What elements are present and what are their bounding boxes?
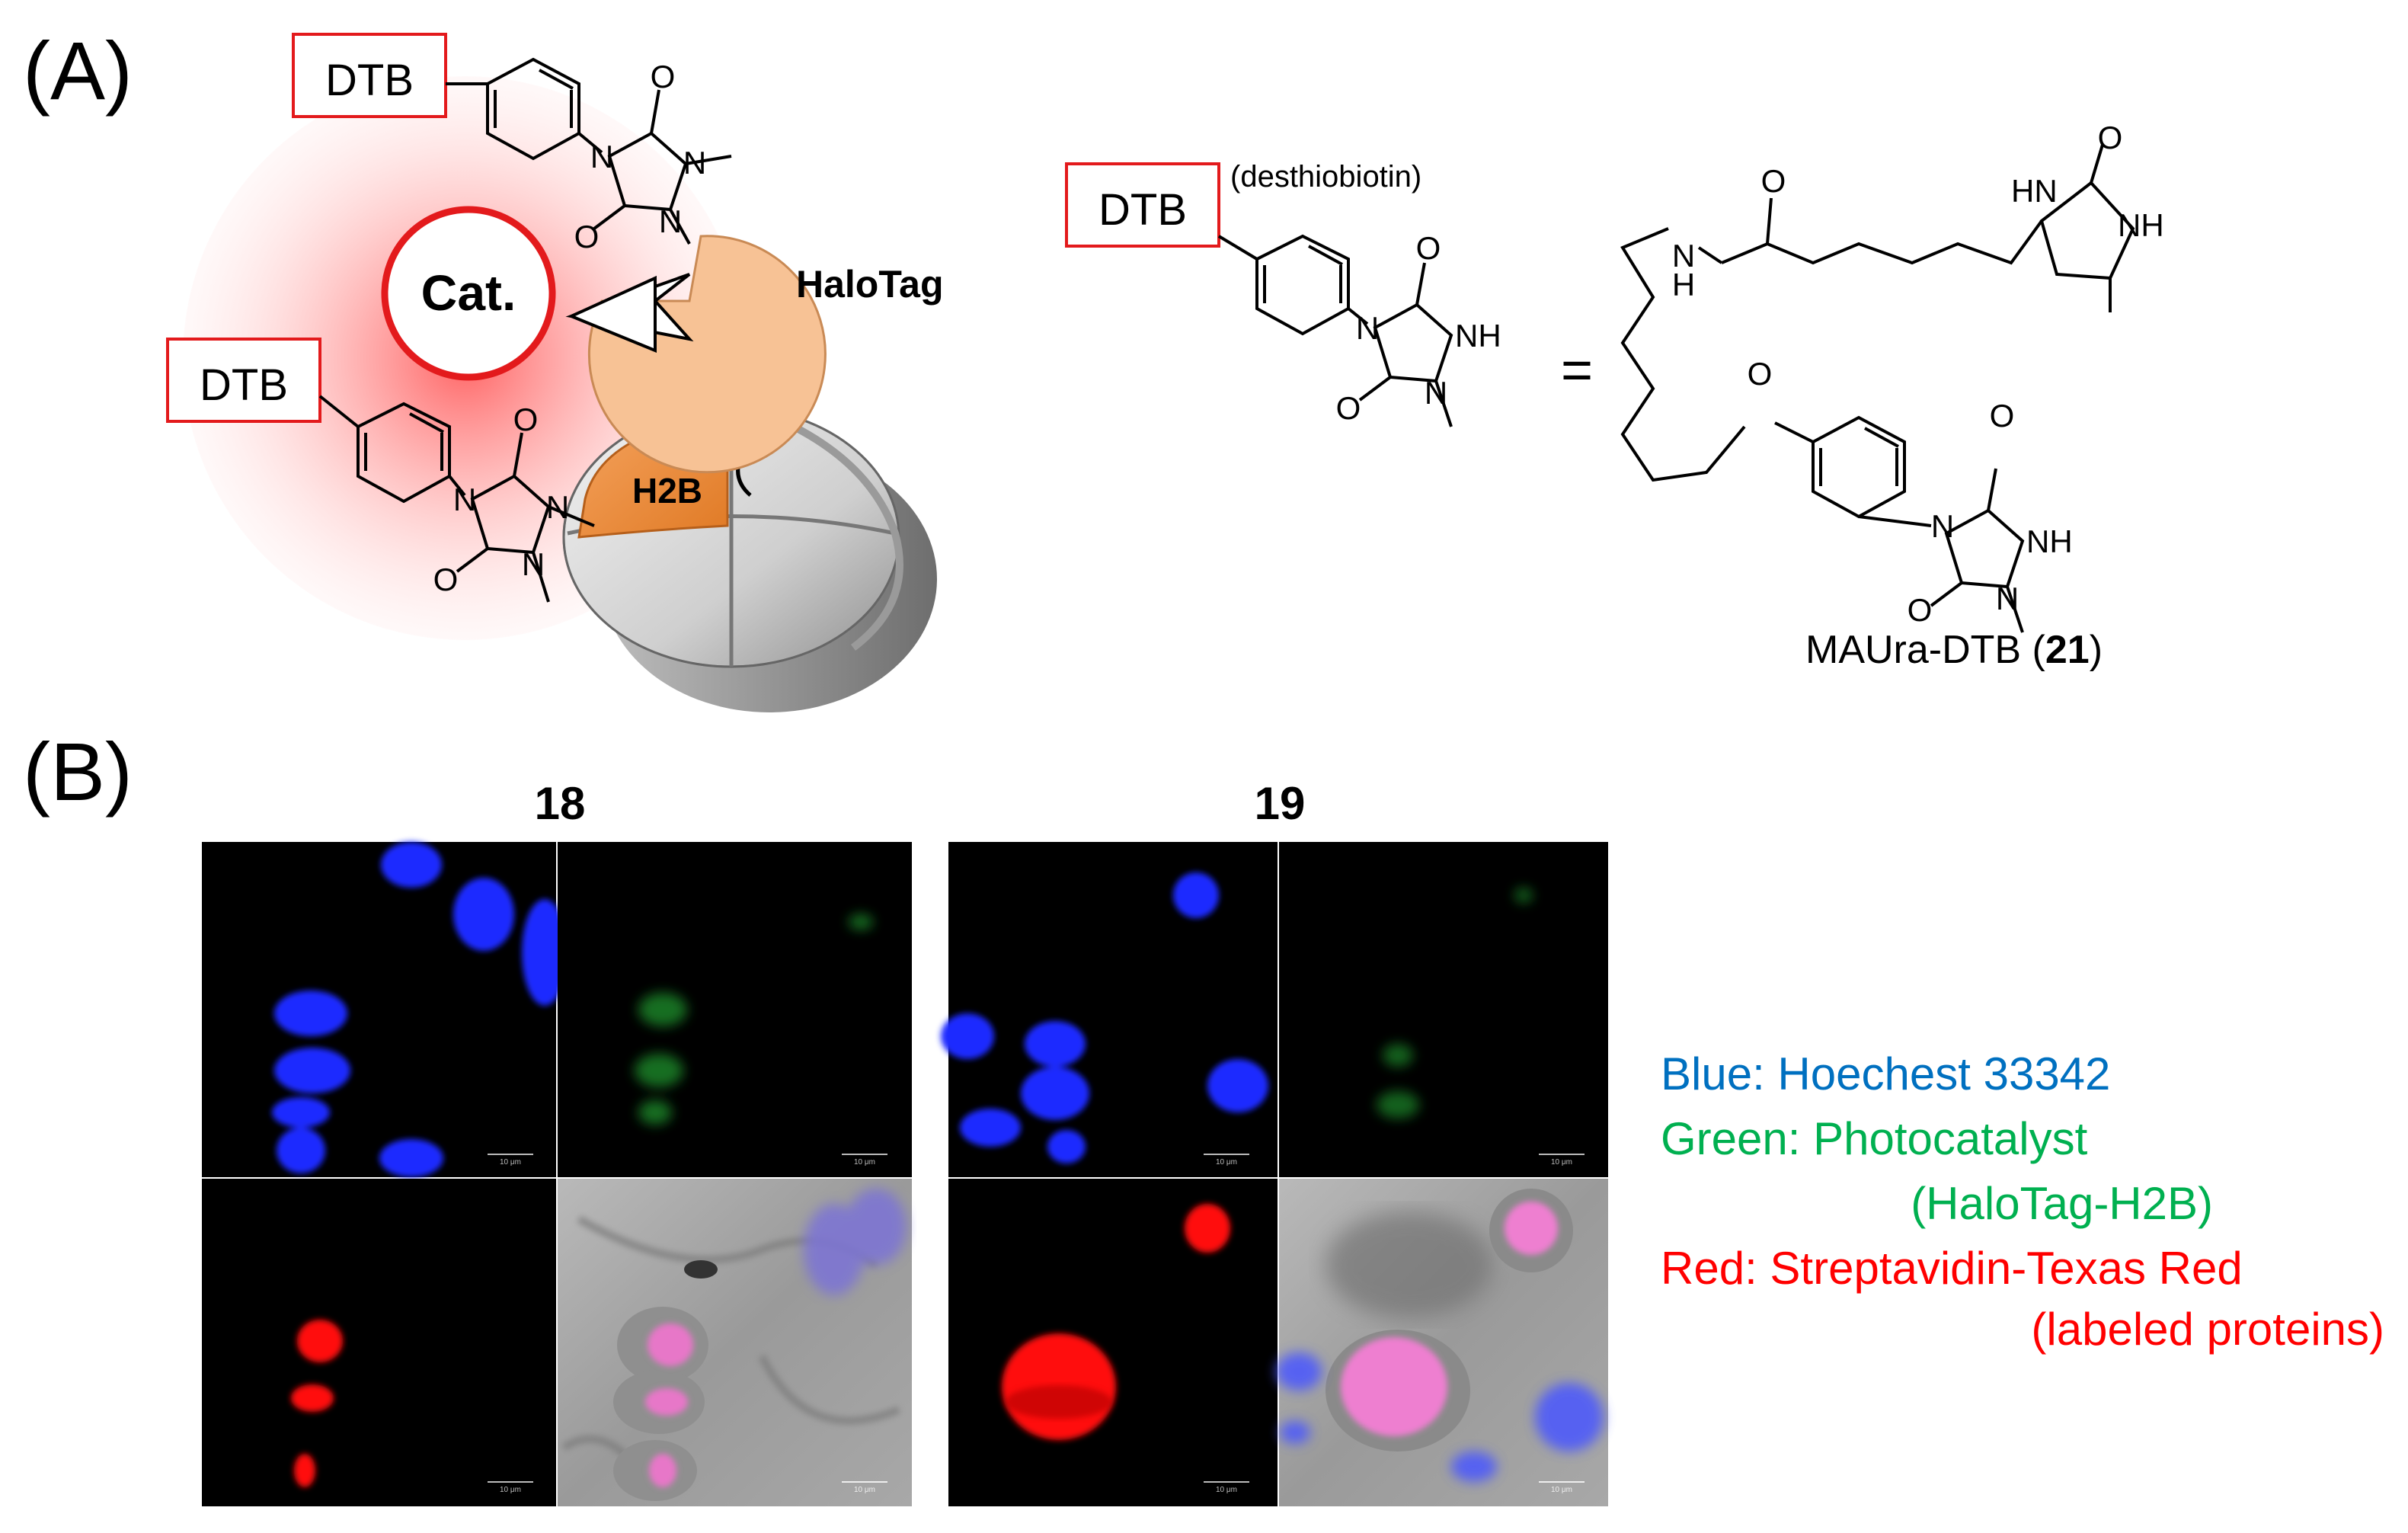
dtb-label-lower: DTB bbox=[200, 360, 288, 410]
micrograph-18-green: 10 μm bbox=[558, 842, 912, 1177]
micrograph-19-blue: 10 μm bbox=[941, 842, 1278, 1177]
micrograph-19-merge: 10 μm bbox=[1276, 1179, 1608, 1506]
atom-o-ether: O bbox=[1748, 356, 1773, 392]
atom-n-upper-3: N bbox=[659, 203, 682, 239]
atom-n-maura-2: N bbox=[1996, 581, 2019, 616]
urazole-upper bbox=[446, 57, 732, 245]
atom-n-lower-1: N bbox=[453, 482, 476, 517]
scale-bar-19-blue: 10 μm bbox=[1216, 1158, 1237, 1167]
urazole-lower bbox=[318, 395, 595, 603]
atom-o-amide: O bbox=[1761, 163, 1786, 199]
atom-n-lower-3: N bbox=[522, 546, 545, 582]
h2b-label: H2B bbox=[632, 471, 702, 510]
halotag-label: HaloTag bbox=[796, 263, 944, 306]
atom-n-def-1: N bbox=[1356, 310, 1379, 346]
atom-nh-maura: NH bbox=[2026, 523, 2073, 559]
micrograph-18-merge: 10 μm bbox=[558, 1179, 912, 1506]
micrograph-18-blue: 10 μm bbox=[202, 842, 568, 1177]
legend-red: Red: Streptavidin-Texas Red bbox=[1661, 1243, 2243, 1294]
scale-bar-19-red: 10 μm bbox=[1216, 1486, 1237, 1494]
panel-a-label: (A) bbox=[23, 24, 133, 117]
panel-b-label: (B) bbox=[23, 725, 133, 818]
atom-o-def-1: O bbox=[1416, 230, 1441, 266]
atom-o-ring: O bbox=[2098, 120, 2123, 155]
micrograph-grid-18: 10 μm 10 μm 10 μm bbox=[202, 842, 912, 1506]
dtb-box-lower bbox=[166, 338, 321, 423]
compound-name: MAUra-DTB (21) bbox=[1805, 628, 2103, 672]
atom-o-maura-2: O bbox=[1908, 592, 1933, 628]
equals-sign: = bbox=[1561, 340, 1593, 401]
scale-bar-18-blue: 10 μm bbox=[500, 1158, 521, 1167]
micrograph-18-red: 10 μm bbox=[202, 1179, 556, 1506]
atom-n-maura-1: N bbox=[1931, 508, 1954, 544]
compound-19-label: 19 bbox=[1255, 778, 1306, 829]
scale-bar-18-merge: 10 μm bbox=[854, 1486, 875, 1494]
atom-o-upper-1: O bbox=[651, 59, 676, 94]
atom-n-amide: N bbox=[1672, 238, 1695, 274]
scale-bar-19-green: 10 μm bbox=[1551, 1158, 1572, 1167]
atom-n-upper-2: N bbox=[683, 145, 706, 181]
legend-green: Green: Photocatalyst bbox=[1661, 1113, 2088, 1164]
micrograph-grid-19: 10 μm 10 μm 10 μm bbox=[941, 842, 1608, 1506]
atom-nh-def: NH bbox=[1455, 318, 1501, 354]
atom-n-def-2: N bbox=[1425, 375, 1447, 411]
dtb-box-upper bbox=[292, 33, 447, 118]
atom-nh-ring: NH bbox=[2118, 207, 2164, 243]
micrograph-19-green: 10 μm bbox=[1279, 842, 1608, 1177]
atom-o-upper-2: O bbox=[574, 219, 600, 254]
halotag-protein bbox=[587, 235, 827, 474]
scale-bar-19-merge: 10 μm bbox=[1551, 1486, 1572, 1494]
catalyst-label: Cat. bbox=[421, 264, 516, 321]
atom-o-lower-2: O bbox=[433, 562, 459, 597]
atom-n-lower-2: N bbox=[546, 489, 569, 525]
catalyst-circle bbox=[381, 206, 556, 381]
dtb-label-definition: DTB bbox=[1098, 185, 1187, 235]
atom-o-lower-1: O bbox=[513, 402, 539, 437]
scale-bar-18-green: 10 μm bbox=[854, 1158, 875, 1167]
atom-h-amide: H bbox=[1672, 267, 1695, 302]
atom-o-def-2: O bbox=[1336, 390, 1361, 426]
atom-n-upper-1: N bbox=[590, 139, 613, 174]
legend-green-sub: (HaloTag-H2B) bbox=[1911, 1178, 2213, 1229]
compound-18-label: 18 bbox=[535, 778, 586, 829]
catalyst-ligand-triangle bbox=[567, 275, 657, 353]
micrograph-19-red: 10 μm bbox=[948, 1179, 1278, 1506]
dtb-box-definition bbox=[1065, 162, 1220, 248]
dtb-label-upper: DTB bbox=[325, 56, 414, 105]
channel-legend: Blue: Hoechest 33342 Green: Photocatalys… bbox=[1661, 1048, 2384, 1355]
maura-dtb-structure bbox=[1620, 144, 2135, 633]
atom-o-maura-1: O bbox=[1990, 398, 2015, 434]
legend-blue: Blue: Hoechest 33342 bbox=[1661, 1048, 2110, 1099]
dtb-definition: (desthiobiotin) bbox=[1230, 160, 1421, 194]
legend-red-sub: (labeled proteins) bbox=[2031, 1304, 2384, 1355]
atom-hn-ring: HN bbox=[2011, 173, 2058, 209]
scale-bar-18-red: 10 μm bbox=[500, 1486, 521, 1494]
urazole-definition bbox=[1217, 234, 1453, 427]
